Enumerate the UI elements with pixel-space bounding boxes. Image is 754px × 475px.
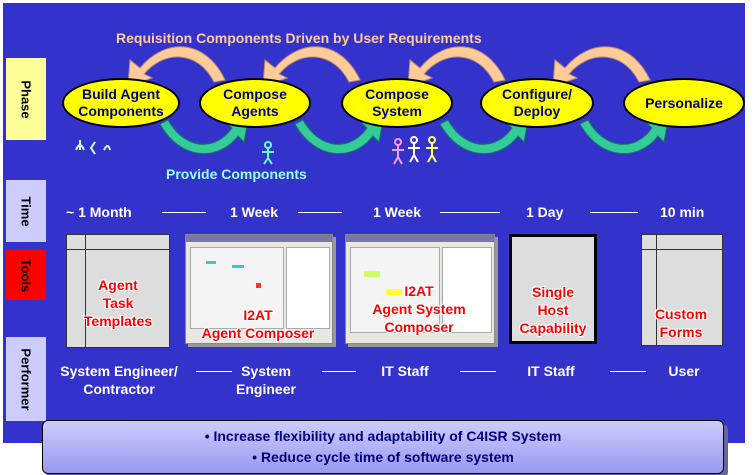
slide-background [3,3,745,443]
time-compose-agents: 1 Week [230,204,278,220]
row-label-performer: Performer [6,337,46,421]
time-connector [440,212,500,213]
phase-build-agent-components: Build Agent Components [62,78,180,128]
time-connector [298,212,342,213]
time-personalize: 10 min [660,204,705,220]
time-configure: 1 Day [526,204,564,220]
phase-configure-deploy: Configure/ Deploy [480,78,594,128]
time-compose-system: 1 Week [373,204,421,220]
provide-arrow [159,119,249,155]
time-build: ~ 1 Month [66,204,132,220]
requisition-arrow [552,46,651,87]
time-connector [590,212,638,213]
provide-arrow [294,119,384,155]
phase-compose-system: Compose System [341,78,453,128]
performer-connector [322,371,356,372]
benefit-cycle-time: • Reduce cycle time of software system [252,449,514,465]
performer-user: User [668,363,700,379]
benefits-banner: • Increase flexibility and adaptability … [42,420,724,474]
tool-agent-composer-screenshot [185,234,333,344]
provide-arrow [439,119,529,155]
tool-template-document [66,234,170,348]
provide-arrow [579,119,669,155]
provide-components-label: Provide Components [166,166,307,182]
time-connector [162,212,206,213]
benefit-flexibility: • Increase flexibility and adaptability … [204,428,562,444]
tool-system-composer-screenshot [345,234,495,344]
row-label-tools: Tools [6,250,46,300]
performer-it-staff: IT Staff [381,363,429,379]
requisition-label: Requisition Components Driven by User Re… [116,30,482,46]
phase-compose-agents: Compose Agents [199,78,311,128]
performer-connector [196,371,232,372]
row-label-time: Time [6,180,46,242]
system-figures-icon [392,136,438,165]
row-label-phase: Phase [6,58,46,140]
performer-it-staff: IT Staff [527,363,575,379]
phase-personalize: Personalize [623,78,745,128]
performer-connector [460,371,496,372]
agent-figures-icon [75,140,111,155]
performer-connector [610,371,646,372]
agent-figure-icon [262,141,274,165]
tool-forms-document [641,234,723,346]
tool-single-host-box [509,234,597,344]
performer-system-engineer-contractor: System Engineer/Contractor [60,363,178,397]
